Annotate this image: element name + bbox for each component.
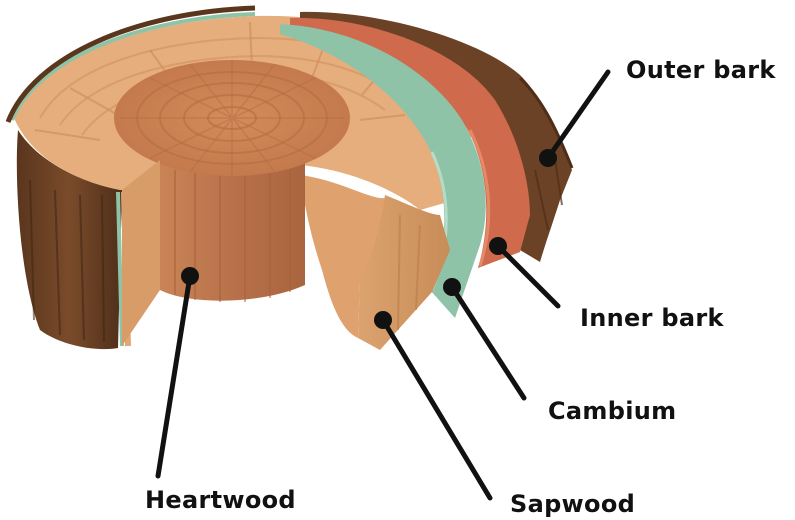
heartwood-dot: [181, 267, 199, 285]
outer-bark-dot: [539, 149, 557, 167]
inner-bark-leader: [498, 246, 558, 306]
label-heartwood: Heartwood: [145, 486, 296, 514]
cambium-leader: [452, 287, 524, 398]
sapwood-left-cut-face: [122, 160, 160, 346]
sapwood-leader: [383, 320, 490, 498]
sapwood-dot: [374, 311, 392, 329]
cambium-dot: [443, 278, 461, 296]
inner-bark-dot: [489, 237, 507, 255]
heartwood-leader: [158, 276, 190, 476]
label-inner-bark: Inner bark: [580, 304, 724, 332]
label-sapwood: Sapwood: [510, 490, 635, 518]
outer-bark-leader: [548, 72, 608, 158]
label-outer-bark: Outer bark: [626, 56, 776, 84]
label-cambium: Cambium: [548, 397, 676, 425]
